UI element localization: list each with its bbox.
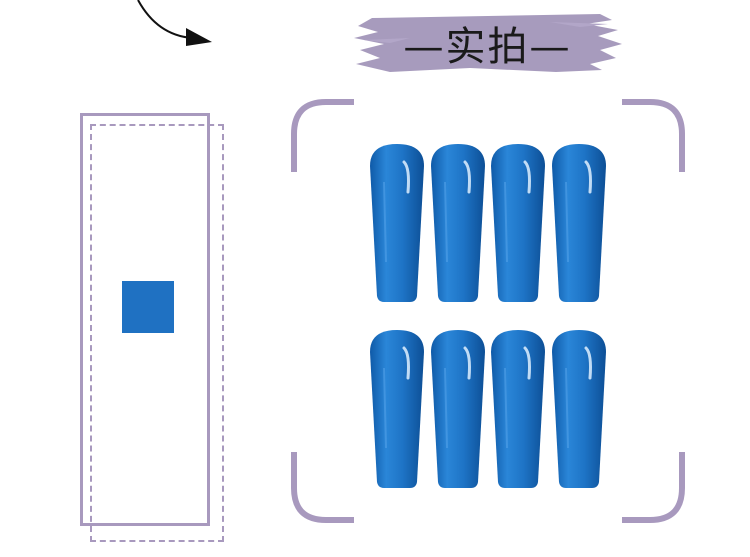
color-swatch bbox=[122, 281, 174, 333]
card-dashed-outline bbox=[90, 124, 224, 542]
photo-frame-brackets bbox=[291, 99, 685, 523]
nail-row-top bbox=[368, 142, 608, 304]
nail-5 bbox=[368, 328, 426, 490]
nail-6 bbox=[429, 328, 487, 490]
curved-arrow-icon bbox=[137, 0, 212, 46]
nail-row-bottom bbox=[368, 328, 608, 490]
nail-3 bbox=[489, 142, 547, 304]
nail-8 bbox=[550, 328, 608, 490]
card-solid-outline bbox=[80, 113, 210, 526]
nail-7 bbox=[489, 328, 547, 490]
nail-2 bbox=[429, 142, 487, 304]
page-title: —实拍— bbox=[403, 24, 572, 70]
nail-4 bbox=[550, 142, 608, 304]
title-brush-banner bbox=[354, 14, 622, 72]
nail-1 bbox=[368, 142, 426, 304]
nail-set bbox=[368, 142, 608, 490]
nail-card-frame bbox=[80, 113, 226, 545]
